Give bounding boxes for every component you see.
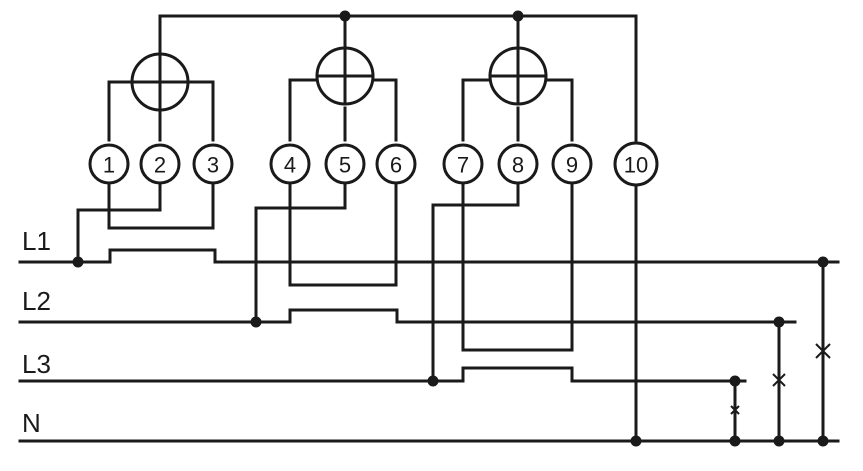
svg-text:5: 5	[339, 153, 351, 178]
label-L3: L3	[22, 349, 51, 379]
svg-text:1: 1	[103, 153, 115, 178]
label-L2: L2	[22, 286, 51, 316]
line-L3	[18, 366, 747, 383]
meter-element-2	[288, 14, 398, 142]
terminal-4: 4	[269, 143, 311, 185]
svg-text:8: 8	[512, 153, 524, 178]
label-L1: L1	[22, 226, 51, 256]
right-side-connectors	[730, 260, 831, 443]
terminal-10: 10	[613, 141, 659, 187]
meter-element-3	[461, 14, 574, 142]
meter-element-1	[107, 52, 215, 142]
svg-text:6: 6	[390, 153, 402, 178]
top-neutral-bus	[158, 14, 638, 142]
terminal-wiring	[76, 178, 638, 443]
terminal-1: 1	[88, 143, 130, 185]
svg-text:4: 4	[284, 153, 296, 178]
terminal-2: 2	[139, 143, 181, 185]
line-L2	[18, 308, 797, 324]
svg-text:9: 9	[566, 153, 578, 178]
terminal-9: 9	[551, 143, 593, 185]
terminal-3: 3	[192, 143, 234, 185]
svg-text:2: 2	[154, 153, 166, 178]
terminal-7: 7	[442, 143, 484, 185]
svg-text:7: 7	[457, 153, 469, 178]
terminal-6: 6	[375, 143, 417, 185]
terminal-8: 8	[497, 143, 539, 185]
line-L1	[18, 248, 840, 264]
junction-dots	[72, 10, 829, 447]
terminal-5: 5	[324, 143, 366, 185]
svg-text:3: 3	[207, 153, 219, 178]
svg-text:10: 10	[624, 153, 648, 178]
label-N: N	[22, 408, 41, 438]
